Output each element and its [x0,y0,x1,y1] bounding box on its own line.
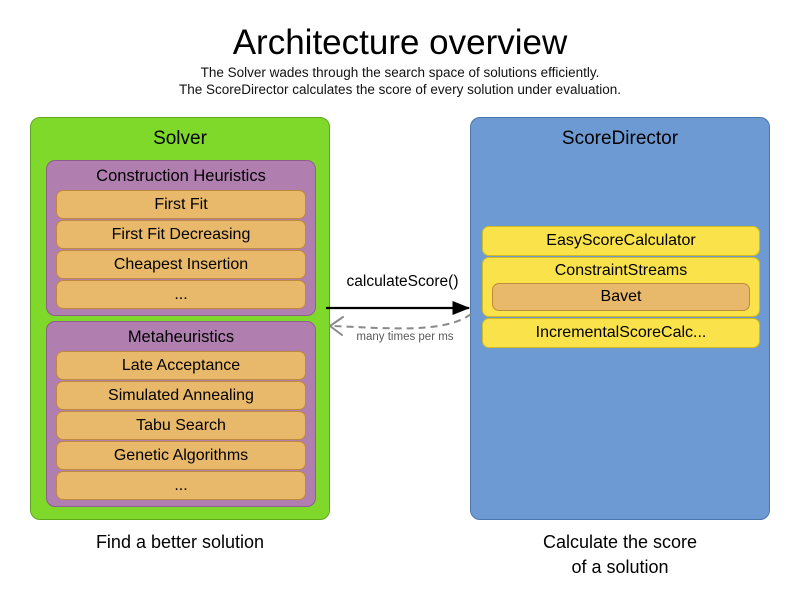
score-director-caption-line-2: of a solution [571,557,669,577]
constraint-streams-label: ConstraintStreams [554,262,688,279]
metaheuristics-item-list: Late Acceptance Simulated Annealing Tabu… [56,351,306,501]
group-metaheuristics: Metaheuristics Late Acceptance Simulated… [46,321,316,507]
list-item[interactable]: First Fit [56,190,306,219]
list-item-constraint-streams[interactable]: ConstraintStreams Bavet [482,257,760,317]
list-item[interactable]: Genetic Algorithms [56,441,306,470]
page-title: Architecture overview [232,23,568,62]
subtitle-line-1: The Solver wades through the search spac… [200,65,600,80]
solver-caption: Find a better solution [95,532,265,552]
solver-panel: Solver Construction Heuristics First Fit… [30,117,330,520]
score-director-caption-line-1: Calculate the score [542,532,698,552]
list-item[interactable]: Simulated Annealing [56,381,306,410]
connector-return-label: many times per ms [356,331,454,343]
solver-panel-title: Solver [153,128,207,149]
list-item[interactable]: First Fit Decreasing [56,220,306,249]
group-metaheuristics-title: Metaheuristics [127,328,235,346]
list-item[interactable]: Cheapest Insertion [56,250,306,279]
score-director-panel: ScoreDirector EasyScoreCalculator Constr… [470,117,770,520]
group-construction-heuristics-title: Construction Heuristics [96,167,266,185]
list-item-incremental-score-calculator[interactable]: IncrementalScoreCalc... [482,318,760,348]
connector-arrows [325,262,480,357]
list-item-bavet[interactable]: Bavet [492,283,750,311]
list-item[interactable]: Tabu Search [56,411,306,440]
diagram-header: Architecture overview The Solver wades t… [0,22,800,98]
connector-forward-label: calculateScore() [346,273,459,290]
group-construction-heuristics: Construction Heuristics First Fit First … [46,160,316,316]
return-arrow [332,313,472,330]
score-director-panel-title: ScoreDirector [561,128,679,149]
calculator-list: EasyScoreCalculator ConstraintStreams Ba… [482,226,760,349]
list-item[interactable]: ... [56,471,306,500]
construction-heuristics-item-list: First Fit First Fit Decreasing Cheapest … [56,190,306,310]
list-item[interactable]: ... [56,280,306,309]
return-arrow-head [329,316,344,336]
score-director-caption: Calculate the score of a solution [470,530,770,580]
subtitle-line-2: The ScoreDirector calculates the score o… [179,82,621,97]
list-item-easy-score-calculator[interactable]: EasyScoreCalculator [482,226,760,256]
list-item[interactable]: Late Acceptance [56,351,306,380]
